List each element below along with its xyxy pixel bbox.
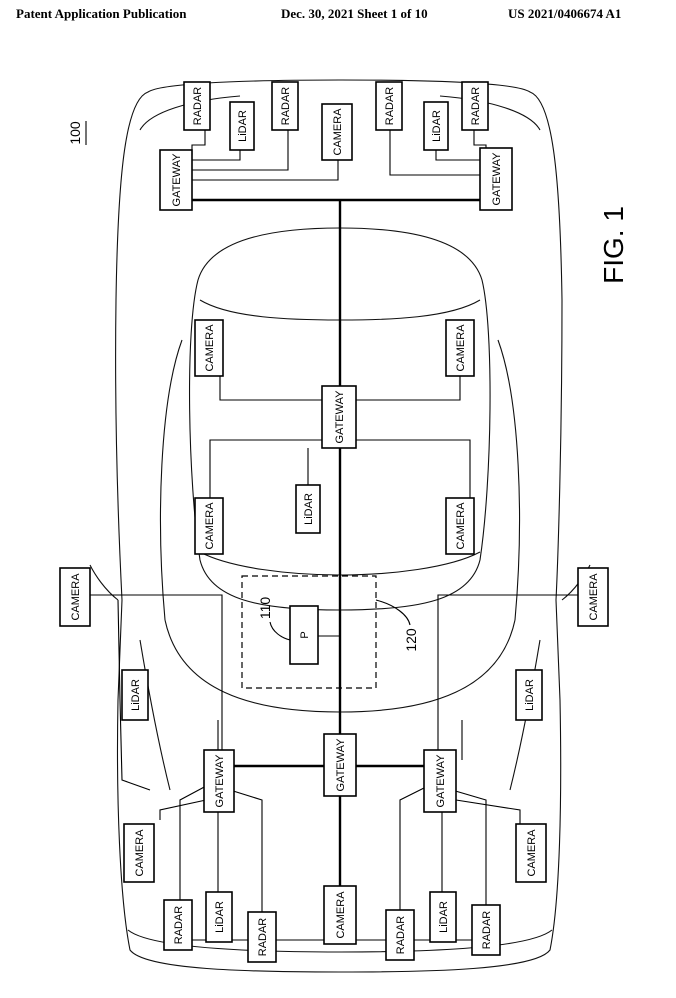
reference-110: 110 — [257, 597, 291, 641]
ref-110-label: 110 — [257, 597, 273, 620]
component-gateway-top-left: GATEWAY — [159, 149, 193, 211]
component-radar-rear-left-2: RADAR — [247, 911, 277, 963]
radar-label: RADAR — [192, 87, 204, 126]
lidar-label: LiDAR — [214, 901, 226, 933]
camera-label: CAMERA — [455, 502, 467, 550]
component-lidar-center: LiDAR — [295, 484, 321, 534]
component-lidar-lower-right: LiDAR — [515, 669, 543, 721]
radar-label: RADAR — [280, 87, 292, 126]
component-radar-rear-right-2: RADAR — [471, 904, 501, 956]
component-gateway-rear-center: GATEWAY — [323, 733, 357, 797]
component-camera-mid-right: CAMERA — [445, 497, 475, 555]
component-camera-rear-left: CAMERA — [123, 823, 155, 883]
component-gateway-center: GATEWAY — [321, 385, 357, 449]
publication-date-sheet: Dec. 30, 2021 Sheet 1 of 10 — [281, 6, 428, 21]
figure-caption: FIG. 1 — [598, 206, 629, 284]
lidar-label: LiDAR — [303, 493, 315, 525]
component-radar-top-right: RADAR — [375, 81, 403, 131]
ref-120-label: 120 — [403, 628, 419, 652]
component-processor: P — [289, 605, 319, 665]
component-camera-rear-right: CAMERA — [515, 823, 547, 883]
reference-120: 120 — [375, 599, 419, 652]
camera-label: CAMERA — [588, 573, 600, 621]
processing-region — [241, 575, 377, 689]
radar-label: RADAR — [395, 916, 407, 955]
camera-label: CAMERA — [70, 573, 82, 621]
gateway-label: GATEWAY — [335, 738, 347, 792]
ref-100-label: 100 — [67, 121, 83, 145]
reference-100: 100 — [67, 121, 87, 145]
radar-label: RADAR — [173, 906, 185, 945]
lidar-label: LiDAR — [431, 110, 443, 142]
component-camera-side-right: CAMERA — [577, 567, 609, 627]
camera-label: CAMERA — [134, 829, 146, 877]
camera-label: CAMERA — [332, 108, 344, 156]
component-lidar-rear-left: LiDAR — [205, 891, 233, 943]
publication-number: US 2021/0406674 A1 — [508, 6, 622, 21]
gateway-label: GATEWAY — [334, 390, 346, 444]
component-gateway-rear-left: GATEWAY — [203, 749, 235, 813]
camera-label: CAMERA — [526, 829, 538, 877]
radar-label: RADAR — [470, 87, 482, 126]
gateway-label: GATEWAY — [171, 153, 183, 207]
page-header: Patent Application Publication Dec. 30, … — [0, 6, 676, 26]
component-radar-rear-right: RADAR — [385, 909, 415, 961]
camera-label: CAMERA — [455, 324, 467, 372]
component-camera-top: CAMERA — [321, 103, 353, 161]
lidar-label: LiDAR — [237, 110, 249, 142]
component-lidar-rear-right: LiDAR — [429, 891, 457, 943]
component-camera-rear-center: CAMERA — [323, 885, 357, 945]
camera-label: CAMERA — [204, 324, 216, 372]
component-gateway-top-right: GATEWAY — [479, 147, 513, 211]
radar-label: RADAR — [384, 87, 396, 126]
camera-label: CAMERA — [204, 502, 216, 550]
radar-label: RADAR — [257, 918, 269, 957]
lidar-label: LiDAR — [438, 901, 450, 933]
gateway-label: GATEWAY — [491, 152, 503, 206]
gateway-label: GATEWAY — [214, 754, 226, 808]
lidar-label: LiDAR — [524, 679, 536, 711]
component-radar-top-left: RADAR — [183, 81, 211, 131]
component-camera-mid-left: CAMERA — [194, 497, 224, 555]
component-camera-side-left: CAMERA — [59, 567, 91, 627]
gateway-label: GATEWAY — [435, 754, 447, 808]
component-radar-top-left-2: RADAR — [271, 81, 299, 131]
component-lidar-top-right: LiDAR — [423, 101, 449, 151]
component-camera-front-left: CAMERA — [194, 319, 224, 377]
radar-label: RADAR — [481, 911, 493, 950]
component-radar-rear-left: RADAR — [163, 899, 193, 951]
component-camera-front-right: CAMERA — [445, 319, 475, 377]
publication-type: Patent Application Publication — [16, 6, 187, 21]
component-gateway-rear-right: GATEWAY — [423, 749, 457, 813]
lidar-label: LiDAR — [130, 679, 142, 711]
component-lidar-top-left: LiDAR — [229, 101, 255, 151]
camera-label: CAMERA — [335, 891, 347, 939]
processor-label: P — [299, 631, 311, 638]
component-lidar-lower-left: LiDAR — [121, 669, 149, 721]
figure-caption-text: FIG. 1 — [598, 206, 629, 284]
component-radar-top-right-2: RADAR — [461, 81, 489, 131]
